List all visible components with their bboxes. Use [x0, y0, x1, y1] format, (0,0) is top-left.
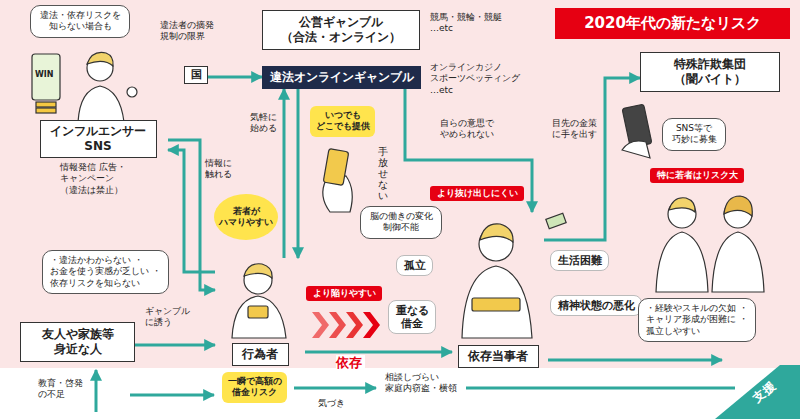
node-text: 国 [189, 68, 203, 82]
note-text: 教育・啓発 の不足 [38, 378, 86, 401]
actor-box: 行為者 [215, 258, 305, 366]
speech-bubble: 違法・依存リスクを 知らない場合も [30, 5, 130, 38]
hand-phone [323, 149, 352, 212]
node-text: 生活困難 [556, 254, 603, 267]
node-text: 友人や家族等 身近な人 [40, 327, 115, 357]
influencer-figure [32, 52, 137, 122]
flow-arrow [544, 78, 640, 240]
flow-arrow [405, 89, 532, 212]
effect-box: 重なる 借金 [388, 300, 436, 334]
feature-box: いつでも どこでも提供 [310, 106, 375, 137]
edge-label: 目先の金策 に手を出す [552, 118, 600, 141]
title-banner: 2020年代の新たなリスク [555, 8, 790, 39]
flow-arrow [297, 89, 300, 258]
category-examples: オンラインカジノ スポーツベッティング …etc [430, 62, 523, 96]
feature-circle: 若者が ハマりやすい [214, 194, 278, 240]
node-text: より陥りやすい [311, 288, 377, 299]
flow-arrow [283, 89, 286, 258]
effect-box: 孤立 [396, 255, 433, 276]
flow-lines [96, 360, 735, 412]
fraud-phone [622, 104, 652, 158]
edge-label: 気軽に 始める [250, 112, 280, 135]
chevron-arrows [312, 312, 380, 338]
category-box: 公営ギャンブル （合法・オンライン） [262, 10, 420, 50]
edge-label: 違法者の摘発 規制の限界 [160, 20, 217, 43]
note-text: 手放せない [378, 146, 388, 201]
actor-box: 特殊詐欺集団 （闇バイト） [640, 52, 780, 92]
warning-tag: より陥りやすい [306, 286, 382, 301]
warning-tag: 特に若者はリスク大 [650, 168, 744, 183]
state-box: 国 [184, 66, 208, 84]
edge-label: 情報発信 広告・キャンペーン （違法は禁止） [60, 162, 144, 196]
support-band [715, 365, 800, 419]
node-text: 若者が ハマりやすい [218, 206, 275, 229]
node-text: 公営ギャンブル （合法・オンライン） [280, 15, 403, 45]
effect-box: 精神状態の悪化 [550, 295, 642, 316]
phone-screen-text: WIN [35, 70, 57, 80]
actor-figure [232, 264, 286, 338]
node-text: 特殊詐欺集団 （闇バイト） [673, 57, 748, 87]
node-text: SNS等で 巧妙に募集 [670, 123, 718, 146]
warning-tag: より抜け出しにくい [430, 186, 524, 201]
actor-label: インフルエンサー SNS [40, 120, 157, 158]
young-people [656, 196, 764, 292]
node-text: 重なる 借金 [394, 304, 430, 330]
note-text: 気づき [318, 398, 348, 409]
flow-arrow [305, 351, 452, 354]
node-text: いつでも どこでも提供 [314, 110, 371, 133]
note-text: 相談しづらい 家庭内窃盗・横領 [385, 372, 460, 395]
flow-arrow [208, 76, 262, 79]
node-text: 孤立 [402, 259, 427, 272]
effect-box: 生活困難 [550, 250, 609, 271]
speech-bubble: ・違法かわからない ・お金を使う実感が乏しい ・依存リスクを知らない [42, 250, 169, 294]
category-examples: 競馬・競輪・競艇 …etc [430, 12, 505, 35]
edge-label: 依存 [336, 355, 365, 371]
node-text: 違法オンラインギャンブル [268, 70, 415, 85]
node-text: 違法・依存リスクを 知らない場合も [38, 10, 122, 33]
background [0, 0, 800, 368]
background-lower [0, 368, 800, 419]
actor-box: インフルエンサー SNS [28, 48, 168, 158]
band-label: 支援 [750, 377, 780, 406]
actor-box: 友人や家族等 身近な人 [20, 322, 135, 362]
actor-label: 行為者 [232, 343, 289, 366]
dependent-figure [462, 213, 566, 338]
edge-label: 自らの意思で やめられない [440, 118, 497, 141]
speech-bubble: SNS等で 巧妙に募集 [662, 118, 726, 151]
node-text: 特に若者はリスク大 [655, 170, 739, 181]
node-text: 脳の働きの変化 制御不能 [368, 211, 434, 234]
node-text: 精神状態の悪化 [556, 299, 636, 312]
category-box: 違法オンラインギャンブル [262, 66, 421, 89]
edge-label: 情報に 触れる [205, 158, 235, 181]
node-text: 一瞬で高額の 借金リスク [226, 376, 283, 399]
node-text: 2020年代の新たなリスク [583, 14, 763, 33]
node-text: より抜け出しにくい [435, 188, 519, 199]
actor-label: 依存当事者 [458, 345, 539, 368]
risk-box: 一瞬で高額の 借金リスク [222, 372, 287, 403]
node-text: ・経験やスキルの欠如 ・キャリア形成が困難に ・孤立しやすい [646, 303, 748, 337]
edge-label: ギャンブル に誘う [145, 306, 193, 329]
flow-arrow [135, 344, 215, 347]
actor-box: 依存当事者 [452, 212, 544, 368]
node-text: ・違法かわからない ・お金を使う実感が乏しい ・依存リスクを知らない [50, 255, 161, 289]
speech-bubble: 脳の働きの変化 制御不能 [360, 206, 442, 239]
speech-bubble: ・経験やスキルの欠如 ・キャリア形成が困難に ・孤立しやすい [638, 298, 756, 342]
